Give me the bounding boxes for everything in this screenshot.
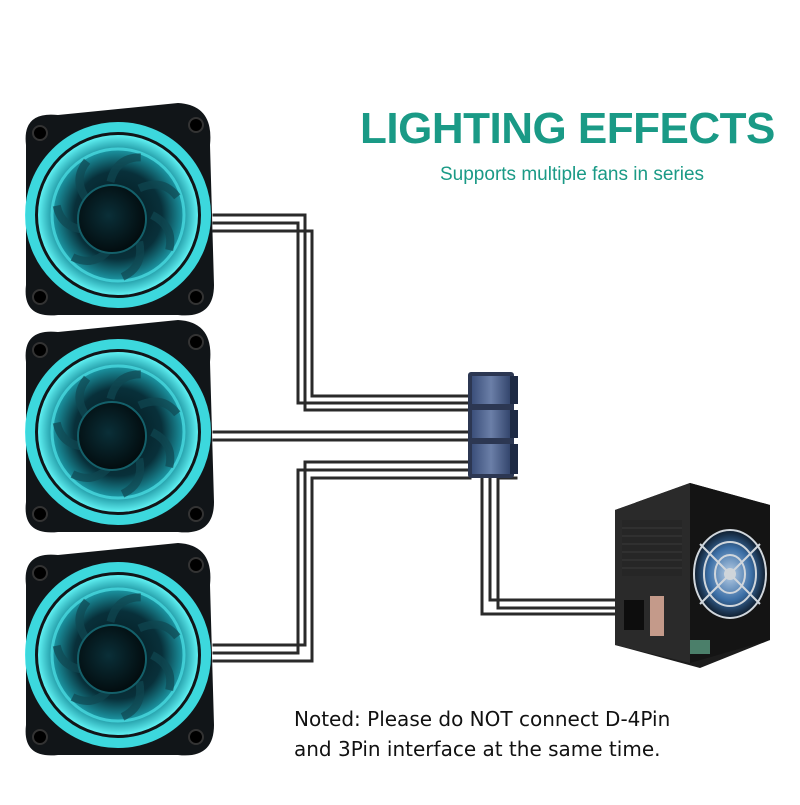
warning-note-line-2: and 3Pin interface at the same time. — [294, 737, 661, 761]
power-supply-icon — [615, 483, 770, 668]
cables — [212, 213, 617, 663]
warning-note-line-1: Noted: Please do NOT connect D-4Pin — [294, 707, 671, 731]
cable-psu-b — [496, 476, 617, 610]
cable-psu — [488, 468, 617, 602]
cable-fan-1b — [212, 221, 472, 405]
cable-fan-3c — [212, 476, 472, 663]
cable-fan-1 — [212, 213, 472, 412]
splitter-connector-icon — [468, 372, 518, 478]
cable-fan-1c — [212, 229, 472, 398]
warning-note: Noted: Please do NOT connect D-4Pin and … — [294, 704, 774, 764]
fan-icon — [25, 320, 214, 533]
fan-icon — [25, 543, 214, 756]
fan-icon — [25, 103, 214, 316]
cable-fan-3b — [212, 468, 472, 655]
cable-psu-c — [480, 460, 617, 616]
subheadline: Supports multiple fans in series — [440, 164, 705, 185]
headline: LIGHTING EFFECTS — [360, 104, 775, 153]
cable-fan-3 — [212, 460, 472, 647]
